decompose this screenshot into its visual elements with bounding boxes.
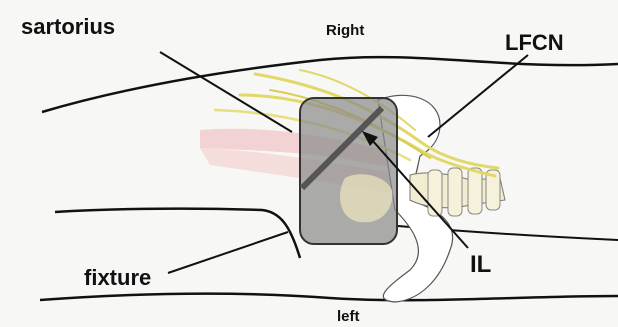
label-left: left	[337, 309, 360, 324]
fixture-pointer	[168, 232, 288, 273]
fixture-box	[300, 98, 397, 244]
left-body-outline	[40, 294, 618, 301]
leg-outline	[55, 209, 300, 258]
label-il: IL	[470, 253, 491, 277]
lfcn-pointer	[428, 55, 528, 137]
label-sartorius: sartorius	[21, 16, 115, 38]
label-lfcn: LFCN	[505, 32, 564, 54]
label-fixture: fixture	[84, 267, 151, 289]
label-right: Right	[326, 23, 364, 38]
sartorius-pointer	[160, 52, 292, 132]
